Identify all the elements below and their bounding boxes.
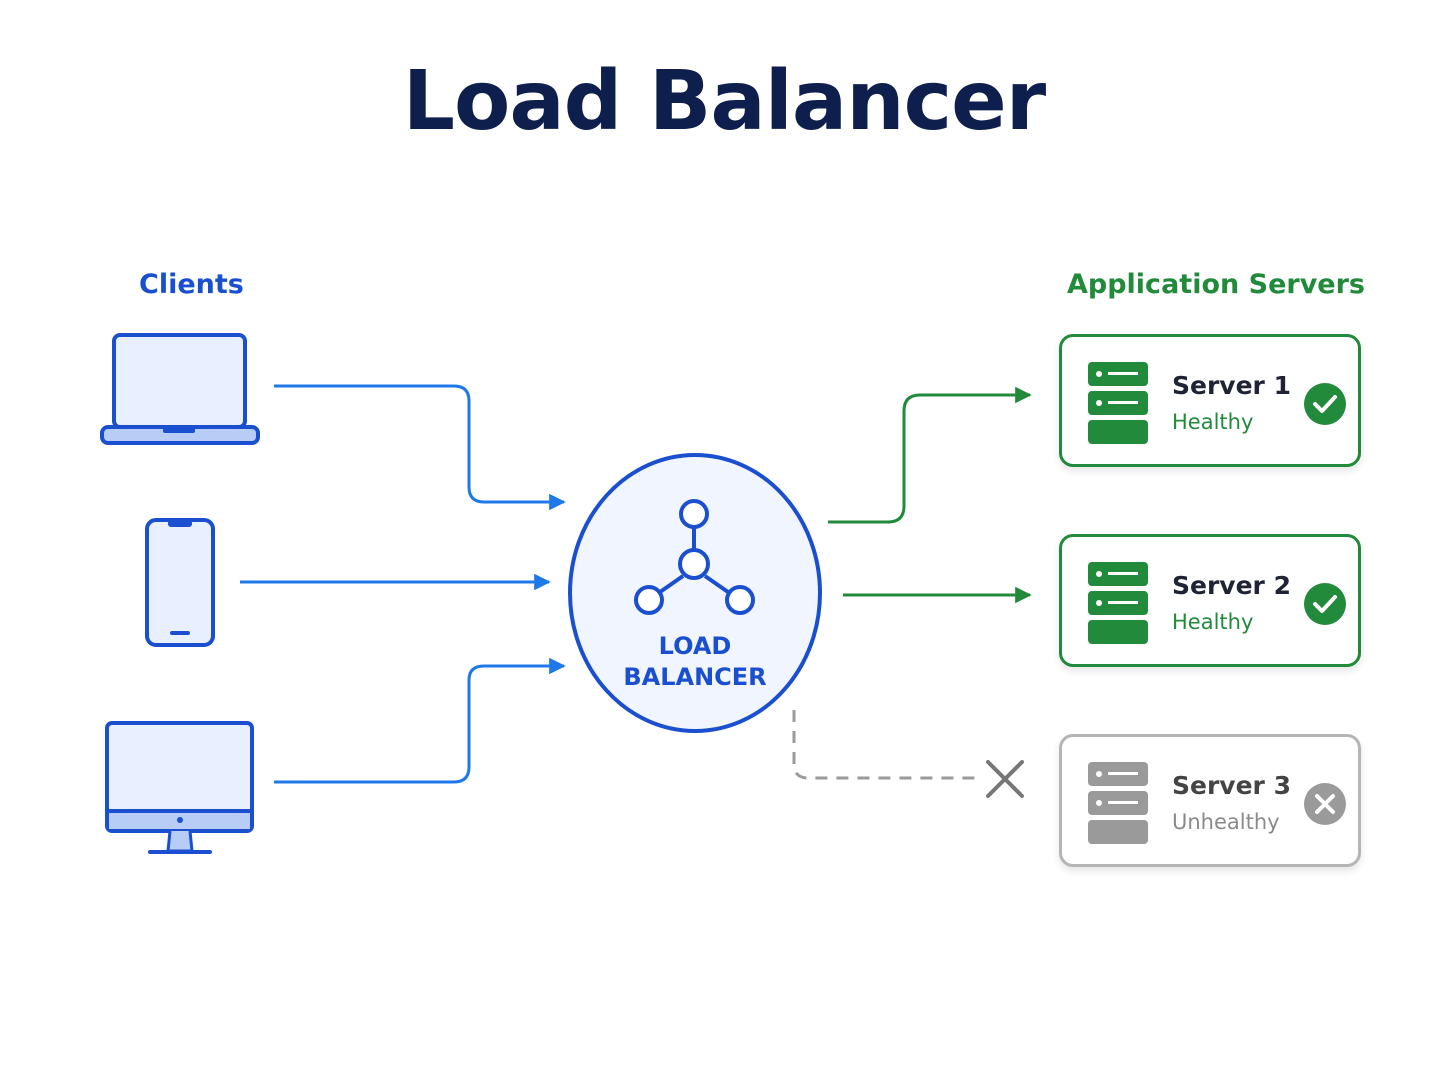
server-card-1: Server 1 Healthy: [1059, 334, 1361, 467]
server-rack-icon: [1088, 362, 1148, 444]
server-rack-icon: [1088, 762, 1148, 844]
connection-failed-icon: [986, 760, 1024, 798]
clients-section-label: Clients: [139, 269, 244, 300]
smartphone-icon: [145, 518, 215, 647]
load-balancer-node: [568, 453, 822, 733]
page-title: Load Balancer: [402, 54, 1046, 149]
server-name: Server 2: [1172, 571, 1291, 600]
close-icon: [1304, 783, 1346, 825]
server-status: Healthy: [1172, 610, 1254, 634]
load-balancer-label-line2: BALANCER: [623, 663, 767, 691]
servers-section-label: Application Servers: [1067, 269, 1365, 300]
lb-to-server1-arrow: [828, 386, 1032, 524]
load-balancer-label-line1: LOAD: [658, 632, 732, 660]
server-card-3: Server 3 Unhealthy: [1059, 734, 1361, 867]
laptop-icon: [100, 333, 260, 445]
server-name: Server 1: [1172, 371, 1291, 400]
check-icon: [1304, 383, 1346, 425]
desktop-monitor-icon: [105, 721, 254, 854]
check-icon: [1304, 583, 1346, 625]
server-card-2: Server 2 Healthy: [1059, 534, 1361, 667]
server-name: Server 3: [1172, 771, 1291, 800]
laptop-to-lb-arrow: [274, 384, 566, 511]
server-status: Unhealthy: [1172, 810, 1280, 834]
server-status: Healthy: [1172, 410, 1254, 434]
desktop-to-lb-arrow: [274, 657, 566, 784]
network-hub-icon: [634, 499, 755, 615]
server-rack-icon: [1088, 562, 1148, 644]
lb-to-server3-disabled-connection: [792, 710, 980, 780]
